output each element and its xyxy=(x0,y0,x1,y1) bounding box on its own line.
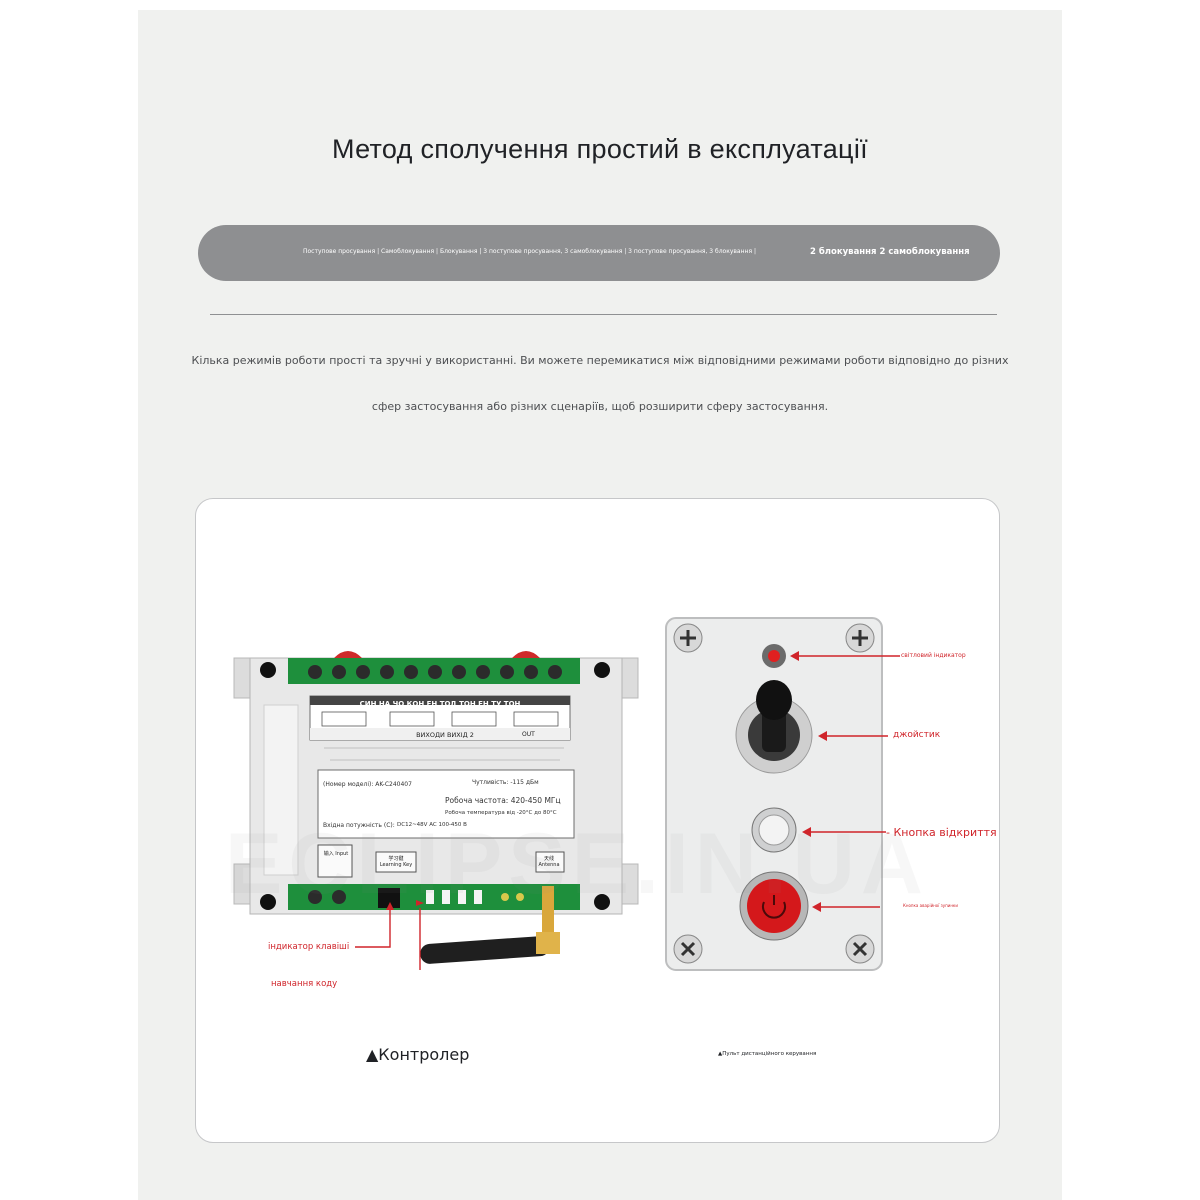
watermark: ECLIPSE.IN.UA xyxy=(225,816,929,912)
callout-key-indicator: індикатор клавіші xyxy=(268,942,350,952)
callout-joystick: джойстик xyxy=(893,730,941,740)
controller-sensitivity: Чутливість: -115 дБм xyxy=(472,779,539,786)
callout-emergency-button: Кнопка аварійної зупинки xyxy=(903,903,958,908)
controller-frequency: Робоча частота: 420-450 МГц xyxy=(445,796,561,805)
controller-temperature: Робоча температура від -20°C до 80°C xyxy=(445,810,557,816)
controller-image xyxy=(233,651,639,970)
modes-list-text: Поступове просування | Самоблокування | … xyxy=(303,248,756,255)
modes-highlight-text: 2 блокування 2 самоблокування xyxy=(810,247,970,257)
callout-code-learning: навчання коду xyxy=(271,979,338,989)
controller-antenna-label: 天线 Antenna xyxy=(538,856,560,868)
remote-callout-arrows xyxy=(790,651,900,912)
controller-out-label: OUT xyxy=(522,731,535,738)
controller-model: (Номер моделі): AK-C240407 xyxy=(323,781,412,788)
controller-voltage: DC12~48V AC 100-450 В xyxy=(397,822,467,828)
controller-learn-label: 学习键 Learning Key xyxy=(379,856,413,868)
divider xyxy=(210,314,997,315)
remote-image xyxy=(665,617,883,971)
controller-input-label: 输入 Input xyxy=(323,851,349,857)
callout-light-indicator: світловий індикатор xyxy=(901,652,966,659)
page-title: Метод сполучення простий в експлуатації xyxy=(332,134,868,164)
controller-panel-title: СИН НА ЧО КОН ЕН ТОД ТОН ЕН ТУ ТОН xyxy=(359,700,521,708)
description-line-2: сфер застосування або різних сценаріїв, … xyxy=(371,400,829,413)
remote-caption: ▲Пульт дистанційного керування xyxy=(718,1051,817,1057)
callout-open-button: - Кнопка відкриття xyxy=(886,826,997,839)
controller-caption: ▲Контролер xyxy=(366,1045,470,1064)
controller-power: Вхідна потужність (C): xyxy=(323,822,395,829)
description-line-1: Кілька режимів роботи прості та зручні у… xyxy=(191,354,1009,367)
modes-bar: Поступове просування | Самоблокування | … xyxy=(198,225,1000,281)
controller-output-label: ВИХОДИ ВИХІД 2 xyxy=(416,731,474,739)
